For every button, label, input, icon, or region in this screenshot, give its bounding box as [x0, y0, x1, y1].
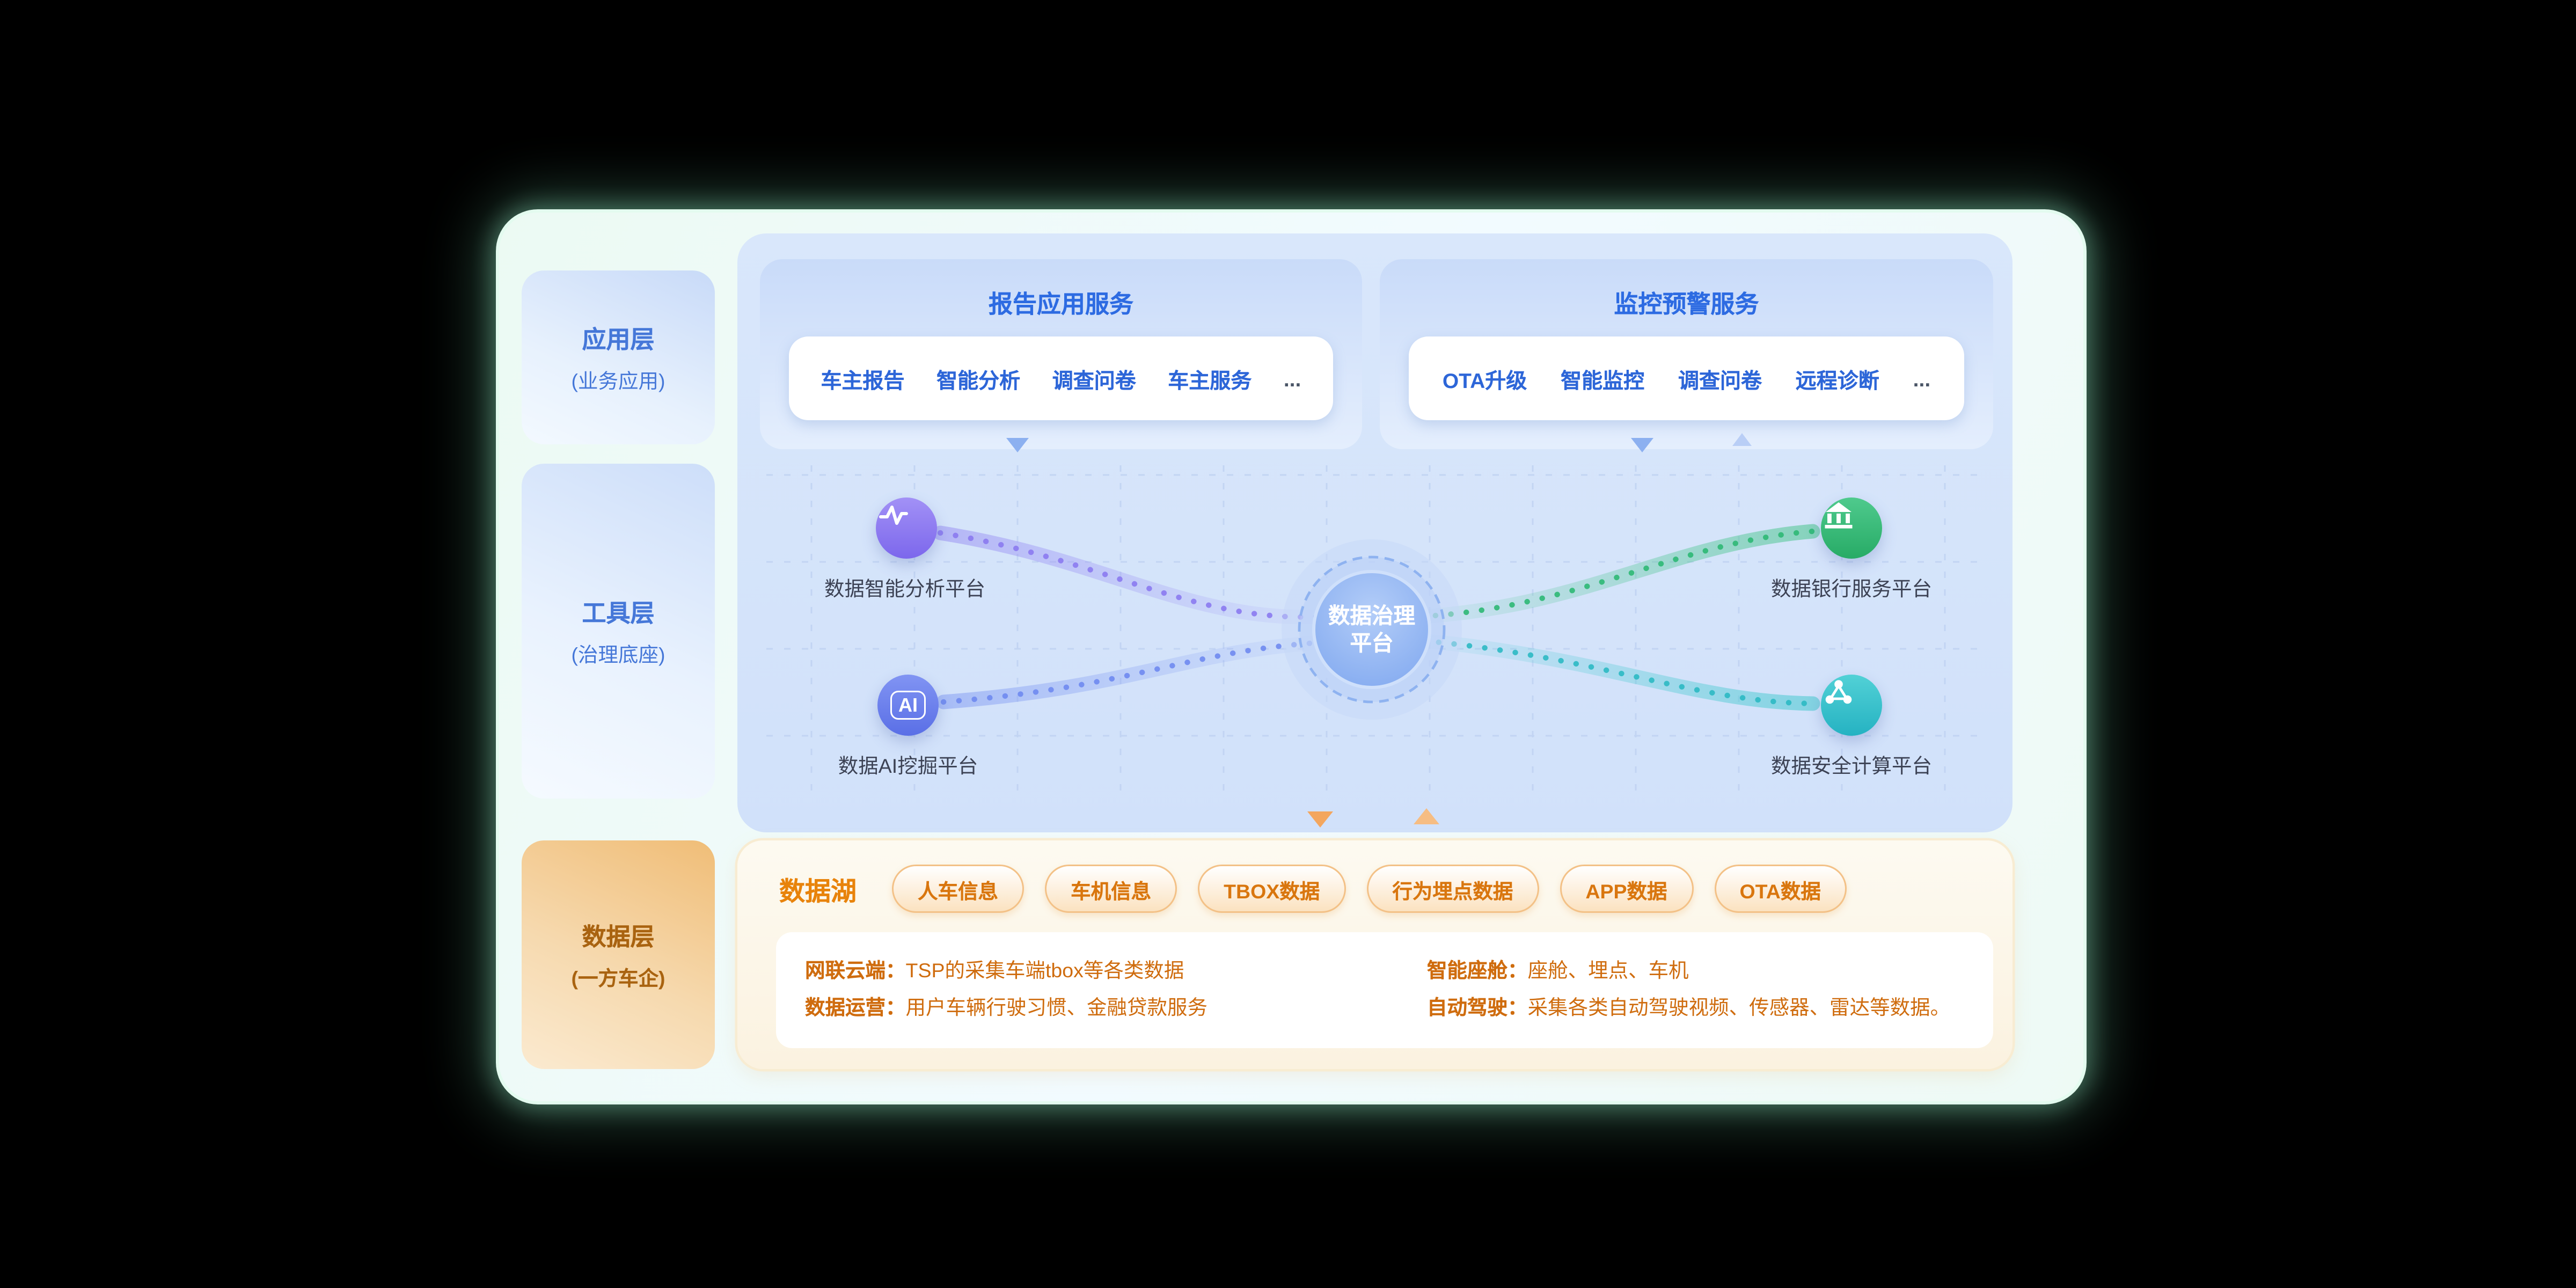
data-lake-section: 数据湖 人车信息 车机信息 TBOX数据 行为埋点数据 APP数据 OTA数据 … [737, 840, 2012, 1069]
detail-row: 数据运营：用户车辆行驶习惯、金融贷款服务 [805, 993, 1385, 1024]
data-tag: TBOX数据 [1198, 865, 1346, 913]
governance-center-label: 数据治理 平台 [1311, 602, 1433, 657]
service-item-more: ... [1913, 366, 1931, 391]
detail-row: 网联云端：TSP的采集车端tbox等各类数据 [805, 956, 1385, 987]
report-services-title: 报告应用服务 [988, 291, 1133, 319]
flow-arrow-down-icon [1307, 811, 1333, 828]
data-tag: 行为埋点数据 [1366, 865, 1539, 913]
monitor-services-card: 监控预警服务 OTA升级 智能监控 调查问卷 远程诊断 ... [1380, 259, 1993, 449]
data-tag: 人车信息 [892, 865, 1024, 913]
monitor-services-title: 监控预警服务 [1614, 291, 1759, 319]
flow-arrow-down-icon [1006, 438, 1029, 452]
detail-text: 用户车辆行驶习惯、金融贷款服务 [905, 997, 1208, 1019]
layer-title: 应用层 [582, 326, 655, 354]
security-compute-icon [1821, 675, 1882, 736]
ai-icon: AI [877, 675, 939, 736]
detail-label: 自动驾驶： [1427, 997, 1528, 1019]
governance-center-line1: 数据治理 [1328, 604, 1415, 628]
data-lake-tags: 人车信息 车机信息 TBOX数据 行为埋点数据 APP数据 OTA数据 [892, 865, 1847, 913]
detail-row: 自动驾驶：采集各类自动驾驶视频、传感器、雷达等数据。 [1427, 993, 1964, 1024]
data-lake-details: 网联云端：TSP的采集车端tbox等各类数据 智能座舱：座舱、埋点、车机 数据运… [776, 932, 1993, 1048]
service-item: 车主服务 [1168, 368, 1252, 392]
detail-text: 采集各类自动驾驶视频、传感器、雷达等数据。 [1527, 997, 1951, 1019]
platform-node-label: 数据安全计算平台 [1770, 755, 1933, 778]
architecture-panel: 应用层 (业务应用) 工具层 (治理底座) 数据层 (一方车企) 报告应用服务 … [496, 209, 2087, 1104]
data-tag: OTA数据 [1714, 865, 1847, 913]
service-item-more: ... [1283, 366, 1301, 391]
analysis-icon [876, 497, 937, 559]
monitor-services-bar: OTA升级 智能监控 调查问卷 远程诊断 ... [1409, 336, 1964, 420]
connection-lines [766, 465, 1987, 800]
layer-card-application: 应用层 (业务应用) [522, 270, 715, 444]
platform-node-label: 数据AI挖掘平台 [838, 755, 978, 778]
detail-row: 智能座舱：座舱、埋点、车机 [1427, 956, 1964, 987]
detail-label: 网联云端： [805, 960, 906, 982]
layer-title: 数据层 [582, 923, 655, 951]
service-item: 智能分析 [936, 368, 1021, 392]
service-item: 智能监控 [1561, 368, 1645, 392]
layer-card-data: 数据层 (一方车企) [522, 840, 715, 1069]
service-item: 调查问卷 [1052, 368, 1136, 392]
governance-canvas: 数据智能分析平台 AI 数据AI挖掘平台 数据银行服务平台 [760, 459, 1993, 807]
service-item: 车主报告 [821, 368, 905, 392]
platform-node-label: 数据智能分析平台 [824, 578, 986, 601]
flow-arrow-up-icon [1414, 808, 1439, 824]
detail-text: TSP的采集车端tbox等各类数据 [905, 960, 1184, 982]
report-services-card: 报告应用服务 车主报告 智能分析 调查问卷 车主服务 ... [760, 259, 1362, 449]
layer-card-tool: 工具层 (治理底座) [522, 464, 715, 799]
data-lake-header: 数据湖 人车信息 车机信息 TBOX数据 行为埋点数据 APP数据 OTA数据 [779, 865, 1990, 913]
platform-node-label: 数据银行服务平台 [1770, 578, 1933, 601]
layer-title: 工具层 [582, 599, 655, 627]
service-item: 远程诊断 [1795, 368, 1879, 392]
bank-icon [1821, 497, 1882, 559]
data-tag: 车机信息 [1045, 865, 1177, 913]
detail-label: 智能座舱： [1427, 960, 1528, 982]
detail-text: 座舱、埋点、车机 [1527, 960, 1689, 982]
layer-subtitle: (治理底座) [571, 643, 665, 666]
flow-arrow-up-icon [1732, 433, 1752, 446]
governance-center-line2: 平台 [1350, 631, 1394, 655]
data-tag: APP数据 [1560, 865, 1693, 913]
detail-label: 数据运营： [805, 997, 906, 1019]
service-item: 调查问卷 [1678, 368, 1762, 392]
data-lake-title: 数据湖 [779, 879, 857, 906]
flow-arrow-down-icon [1631, 438, 1653, 452]
service-item: OTA升级 [1442, 368, 1527, 392]
report-services-bar: 车主报告 智能分析 调查问卷 车主服务 ... [789, 336, 1333, 420]
layer-subtitle: (一方车企) [571, 967, 665, 990]
platform-section: 报告应用服务 车主报告 智能分析 调查问卷 车主服务 ... 监控预警服务 OT… [737, 233, 2012, 832]
ai-badge-text: AI [890, 691, 926, 720]
layer-subtitle: (业务应用) [571, 369, 665, 392]
